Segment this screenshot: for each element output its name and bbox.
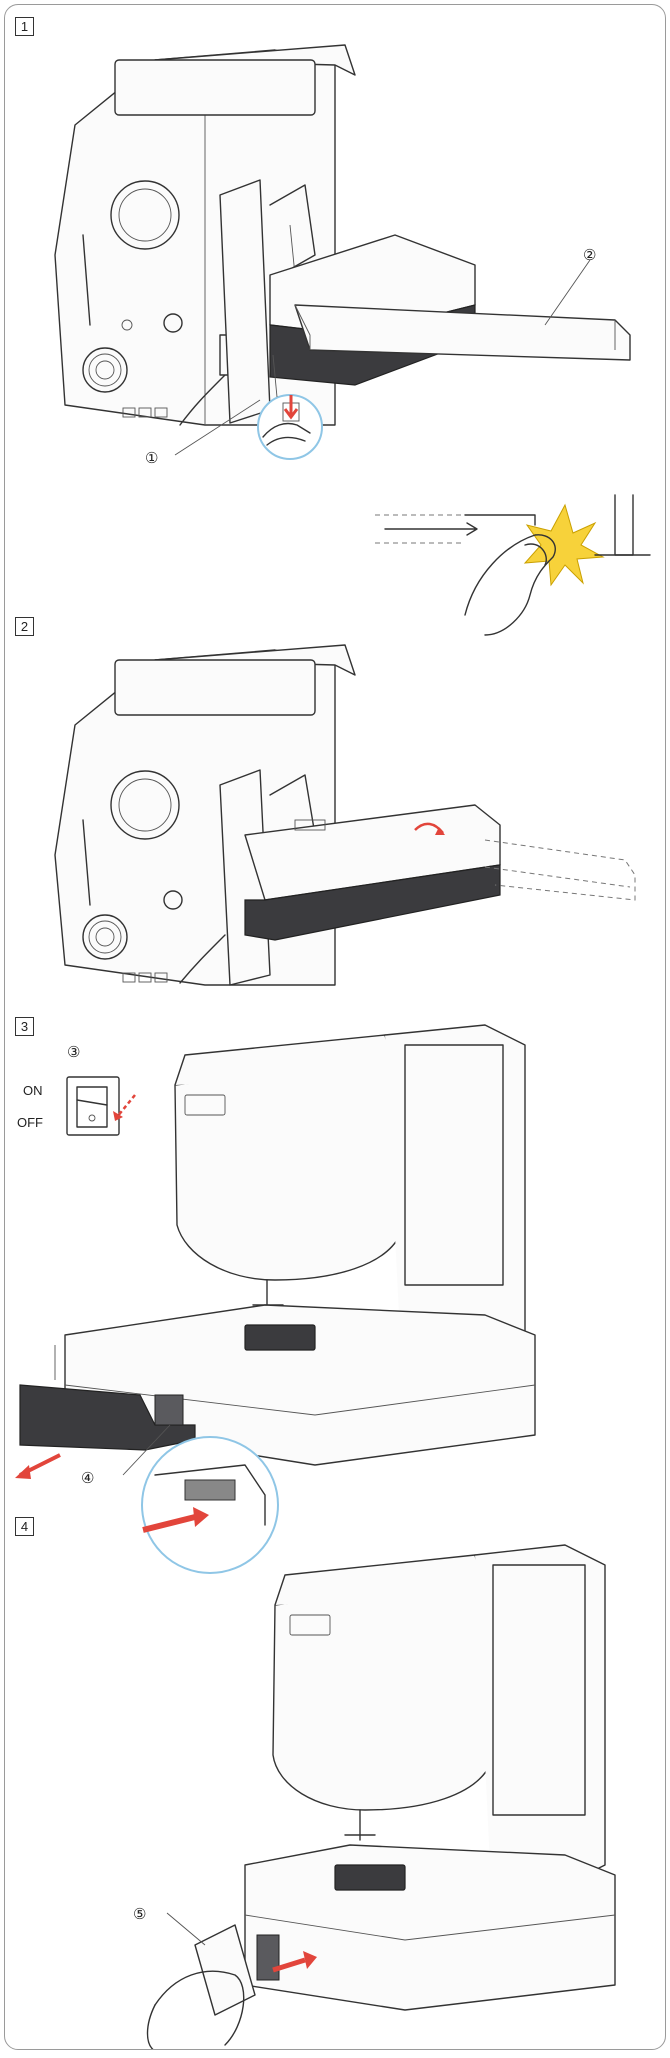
step-1-illustration: ② ① bbox=[5, 5, 666, 505]
step-4-illustration: ⑤ bbox=[5, 1505, 666, 2050]
callout-4: ④ bbox=[81, 1470, 94, 1487]
switch-on-label: ON bbox=[23, 1083, 43, 1098]
callout-3: ③ bbox=[67, 1044, 80, 1061]
step-3-illustration: ③ ON OFF bbox=[5, 1005, 666, 1525]
switch-off-label: OFF bbox=[17, 1115, 43, 1130]
callout-1: ① bbox=[145, 450, 158, 467]
step-2-panel: 2 bbox=[5, 605, 665, 1005]
callout-5: ⑤ bbox=[133, 1906, 146, 1923]
step-1-panel: 1 bbox=[5, 5, 665, 505]
callout-2: ② bbox=[583, 247, 596, 264]
step-4-panel: 4 ⑤ bbox=[5, 1505, 665, 2050]
step-3-panel: 3 ③ ON OFF bbox=[5, 1005, 665, 1525]
instruction-page: 1 bbox=[4, 4, 666, 2050]
step-2-illustration bbox=[5, 605, 666, 1005]
